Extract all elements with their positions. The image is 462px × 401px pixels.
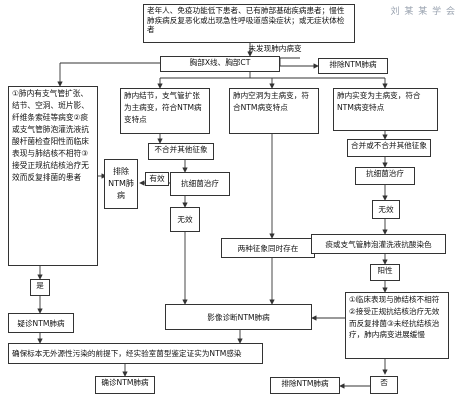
- node-no-lesion: 未发现肺内病变: [248, 44, 302, 53]
- node-ineffective-1: 无效: [170, 207, 200, 232]
- node-both-present: 两种征象同时存在: [221, 238, 315, 258]
- node-exclude-mid: 排除NTM肺病: [104, 159, 138, 209]
- label-effective: 有效: [145, 172, 169, 186]
- node-antibacterial-2: 抗细菌治疗: [355, 167, 415, 185]
- node-chest-imaging: 胸部X线、胸部CT: [160, 56, 280, 72]
- node-positive: 阳性: [370, 264, 400, 281]
- node-cavity: 肺内空洞为主病变，符合NTM病变特点: [229, 88, 319, 134]
- node-exclude-top: 排除NTM肺病: [318, 58, 388, 74]
- node-consolidation: 肺内实变为主病变，符合NTM病变特点: [333, 88, 438, 131]
- node-suspect-ntm: 疑诊NTM肺病: [8, 313, 74, 333]
- label-no-bottom: 否: [370, 376, 398, 394]
- node-sputum-test: 痰或支气管肺泡灌洗液抗酸染色: [311, 234, 446, 254]
- node-confirmed-ntm: 确诊NTM肺病: [95, 376, 155, 394]
- node-imaging-diagnosis: 影像诊断NTM肺病: [165, 304, 312, 330]
- watermark: 刘 某 某 学 会: [390, 7, 456, 17]
- node-target-population: 老年人、免疫功能低下患者、已有肺部基础疾病患者；慢性肺疾病反复恶化或出现急性呼吸…: [143, 4, 355, 43]
- node-criteria-left: ①肺内有支气管扩张、结节、空洞、斑片影、纤维条索硅等病变②痰或支气管肺泡灌洗液抗…: [8, 86, 98, 266]
- node-nodule-bronchiectasis: 肺内结节，支气管扩张为主病变，符合NTM病变特点: [120, 88, 210, 134]
- node-confirm-lab: 确保标本无外源性污染的前提下，经实验室菌型鉴定证实为NTM感染: [8, 343, 263, 364]
- node-merge-or-not: 合并或不合并其他征象: [347, 139, 431, 157]
- node-antibacterial-1: 抗细菌治疗: [170, 172, 230, 196]
- label-yes: 是: [30, 279, 50, 296]
- node-criteria-right: ①临床表现与肺结核不相符②接受正规抗结核治疗无效而反复排菌③未经抗结核治疗，肺内…: [345, 292, 449, 359]
- node-exclude-bottom: 排除NTM肺病: [270, 377, 340, 394]
- node-no-merge: 不合并其他征象: [148, 143, 214, 160]
- node-ineffective-2: 无效: [372, 200, 400, 219]
